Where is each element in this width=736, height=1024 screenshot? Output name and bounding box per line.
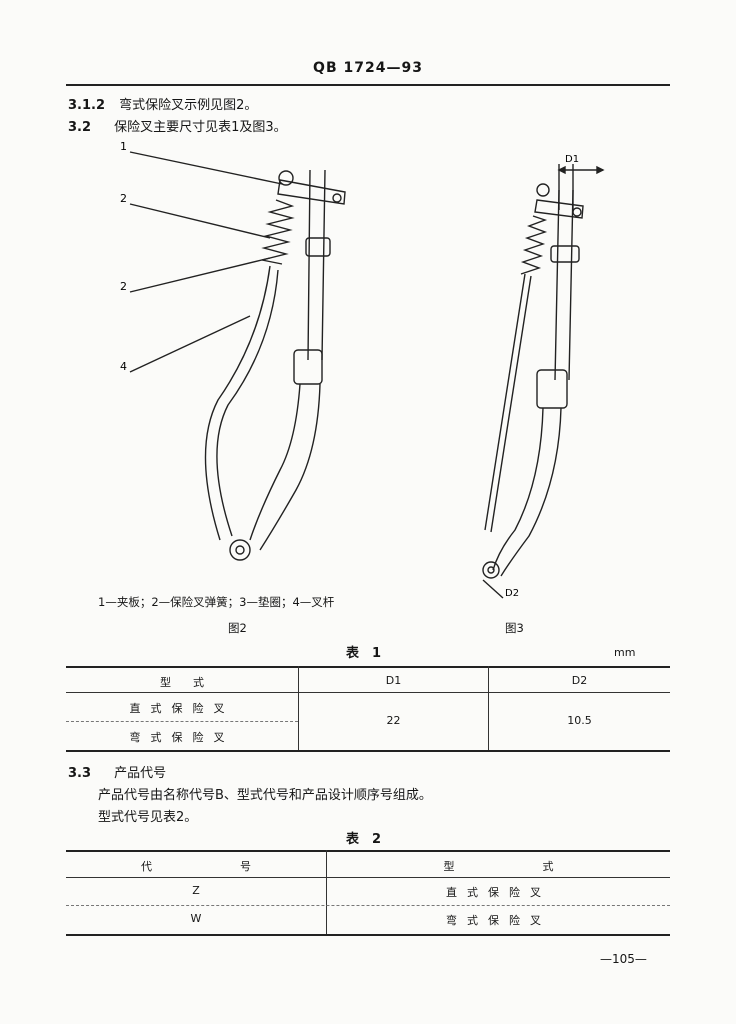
table-1-header-d2: D2 bbox=[571, 674, 588, 687]
table-1-unit: mm bbox=[614, 646, 636, 659]
figure-2-caption: 图2 bbox=[228, 621, 247, 635]
d1-label: D1 bbox=[565, 154, 579, 165]
table-2-row-2-type: 弯式保险叉 bbox=[446, 914, 551, 927]
table-2-row-2-code: W bbox=[190, 912, 202, 925]
section-number: 3.1.2 bbox=[68, 98, 106, 113]
callout-3: 2 bbox=[120, 280, 127, 293]
table-2-bottom-rule bbox=[66, 934, 670, 936]
callout-4: 4 bbox=[120, 360, 127, 373]
section-3-1-2: 3.1.2 弯式保险叉示例见图2。 bbox=[68, 94, 257, 113]
table-2-col-divider bbox=[326, 850, 327, 934]
figure-2-legend: 1—夹板；2—保险叉弹簧；3—垫圈；4—叉杆 bbox=[98, 595, 335, 609]
table-1-d2-value: 10.5 bbox=[567, 714, 592, 727]
page-number: —105— bbox=[600, 952, 647, 966]
document-code: QB 1724—93 bbox=[313, 60, 423, 76]
table-2-top-rule bbox=[66, 850, 670, 852]
table-1-header-rule bbox=[66, 692, 670, 693]
section-text: 弯式保险叉示例见图2。 bbox=[119, 98, 258, 113]
figure-3-caption: 图3 bbox=[505, 621, 524, 635]
section-number: 3.3 bbox=[68, 766, 92, 781]
table-1-row-1-type: 直式保险叉 bbox=[129, 702, 235, 715]
table-2-header-rule bbox=[66, 877, 670, 878]
header-rule bbox=[66, 84, 670, 86]
figure-2-drawing: 1 2 2 4 bbox=[120, 140, 346, 561]
table-1-d1-value: 22 bbox=[386, 714, 401, 727]
section-text: 保险叉主要尺寸见表1及图3。 bbox=[114, 120, 287, 135]
callout-2: 2 bbox=[120, 192, 127, 205]
section-number: 3.2 bbox=[68, 120, 92, 135]
table-2-header-type: 型 式 bbox=[443, 860, 554, 873]
table-1-row-2-type: 弯式保险叉 bbox=[129, 731, 235, 744]
table-2-row-rule bbox=[66, 905, 670, 906]
section-3-3: 3.3 产品代号 bbox=[68, 762, 166, 781]
table-1-title: 表 1 bbox=[346, 646, 382, 661]
table-2-header-code: 代 号 bbox=[141, 860, 251, 873]
section-3-2: 3.2 保险叉主要尺寸见表1及图3。 bbox=[68, 116, 287, 135]
table-1-top-rule bbox=[66, 666, 670, 668]
callout-1: 1 bbox=[120, 140, 127, 153]
section-3-3-paragraph-2: 型式代号见表2。 bbox=[98, 810, 198, 825]
table-2-row-1-type: 直式保险叉 bbox=[446, 886, 551, 899]
table-1-header-d1: D1 bbox=[385, 674, 402, 687]
table-1-col-divider bbox=[488, 666, 489, 750]
table-1-col-divider bbox=[298, 666, 299, 750]
section-3-3-paragraph-1: 产品代号由名称代号B、型式代号和产品设计顺序号组成。 bbox=[98, 788, 432, 803]
table-1-header-type: 型 式 bbox=[160, 676, 204, 689]
section-title: 产品代号 bbox=[114, 766, 167, 781]
table-1-row-rule bbox=[66, 721, 298, 722]
figure-3-drawing: D1 D2 bbox=[482, 154, 605, 599]
table-2-title: 表 2 bbox=[346, 832, 382, 847]
table-2-row-1-code: Z bbox=[192, 884, 200, 897]
d2-label: D2 bbox=[505, 588, 519, 599]
table-1-bottom-rule bbox=[66, 750, 670, 752]
